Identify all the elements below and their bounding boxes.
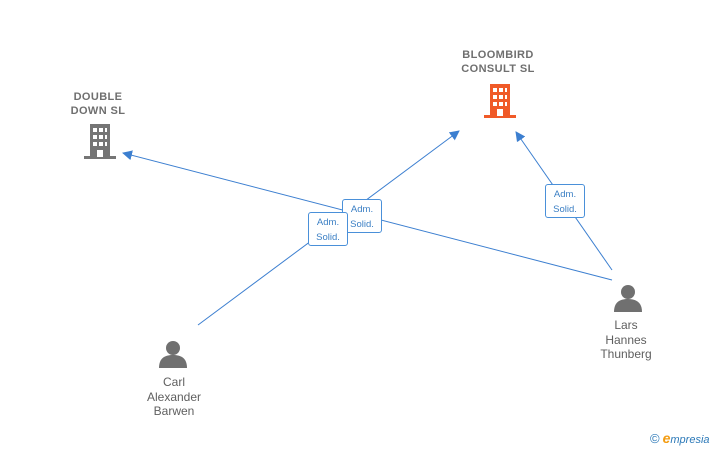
badge-line: Adm.: [350, 204, 374, 215]
company-name-line: CONSULT SL: [461, 63, 535, 75]
edge-badge-carl-bloombird[interactable]: Adm. Solid.: [308, 212, 348, 246]
company-label-bloombird[interactable]: BLOOMBIRD CONSULT SL: [440, 48, 556, 76]
person-icon: [614, 285, 642, 312]
empresia-brand[interactable]: ©empresia: [650, 430, 710, 446]
person-name-line: Carl: [162, 375, 185, 389]
edge-badge-lars-bloombird[interactable]: Adm. Solid.: [545, 184, 585, 218]
person-name-line: Alexander: [146, 389, 202, 404]
person-label-lars[interactable]: Lars Hannes Thunberg: [578, 318, 674, 362]
person-name-line: Thunberg: [600, 347, 652, 361]
brand-name: mpresia: [670, 434, 710, 446]
copyright-icon: ©: [650, 431, 660, 446]
person-name-line: Hannes: [605, 332, 647, 347]
building-icon: [84, 124, 116, 159]
building-icon: [484, 84, 516, 118]
badge-line: Solid.: [316, 232, 340, 243]
person-name-line: Barwen: [153, 404, 195, 418]
person-name-line: Lars: [614, 318, 638, 332]
company-name-line: DOUBLE: [73, 91, 123, 103]
badge-line: Adm.: [316, 217, 340, 228]
person-icon: [159, 341, 187, 368]
brand-e-letter: e: [662, 430, 671, 446]
edge-badge-lars-double-down[interactable]: Adm. Solid.: [342, 199, 382, 233]
badge-line: Solid.: [553, 204, 577, 215]
company-label-double-down[interactable]: DOUBLE DOWN SL: [50, 90, 146, 118]
person-label-carl[interactable]: Carl Alexander Barwen: [126, 375, 222, 419]
company-name-line: DOWN SL: [70, 105, 126, 117]
badge-line: Solid.: [350, 219, 374, 230]
badge-line: Adm.: [553, 189, 577, 200]
company-name-line: BLOOMBIRD: [462, 49, 534, 61]
